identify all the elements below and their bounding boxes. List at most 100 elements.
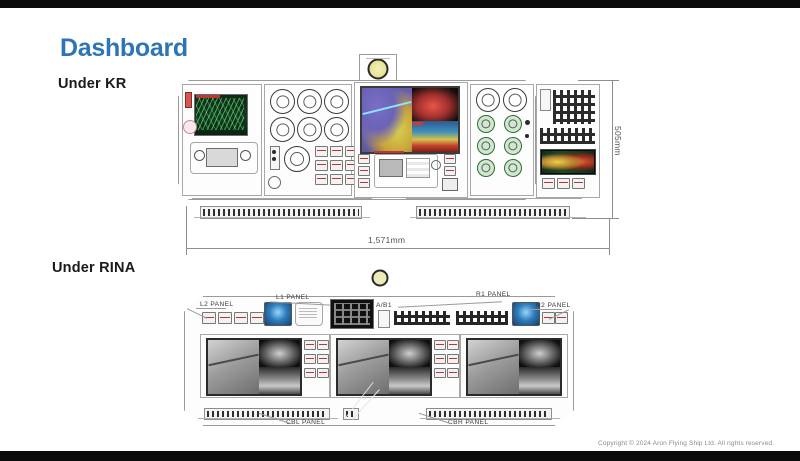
kr-radio-screen <box>206 148 238 167</box>
indicator-3 <box>477 137 495 155</box>
rina-center-btn-5[interactable] <box>434 368 446 378</box>
kr-rail-edge-right <box>405 198 583 199</box>
kr-led-array-top <box>553 90 595 124</box>
kr-btn-5[interactable] <box>330 160 343 171</box>
kr-right-led-1 <box>525 120 530 125</box>
section-label-kr: Under KR <box>58 76 127 92</box>
kr-center-btn-5[interactable] <box>444 166 456 176</box>
kr-center-module[interactable] <box>442 178 458 191</box>
kr-nav-display-left-content <box>196 98 244 130</box>
kr-center-btn-3[interactable] <box>358 178 370 188</box>
kr-keypad[interactable] <box>406 158 430 178</box>
radar-dome-icon <box>359 54 397 84</box>
rina-cbl-btn-6[interactable] <box>317 368 329 378</box>
panel-tag-cbl: CBL PANEL <box>286 419 326 426</box>
rina-radar-dome-icon <box>368 269 392 287</box>
rina-cbl-btn-4[interactable] <box>317 354 329 364</box>
gauge-5 <box>297 117 322 142</box>
rina-cbl-btn-3[interactable] <box>304 354 316 364</box>
kr-console-drawing <box>178 54 600 229</box>
kr-btn-1[interactable] <box>315 146 328 157</box>
rina-l2-btn-4[interactable] <box>250 312 264 324</box>
kr-mfd-display[interactable] <box>360 86 460 154</box>
dim-height-label: 505mm <box>613 126 623 156</box>
kr-thermal-display[interactable] <box>540 149 596 175</box>
panel-tag-r2: R2 PANEL <box>536 302 571 309</box>
rina-r2-btn-1[interactable] <box>542 312 555 324</box>
kr-led-a <box>272 150 276 154</box>
rina-breaker-strip-right <box>426 408 552 420</box>
rina-r2-globe-display[interactable] <box>512 302 540 326</box>
rina-center-btn-4[interactable] <box>447 354 459 364</box>
rina-led-array-right <box>456 311 508 325</box>
letterbox-top <box>0 0 800 8</box>
letterbox-bottom <box>0 451 800 461</box>
rina-cbl-btn-1[interactable] <box>304 340 316 350</box>
kr-btn-8[interactable] <box>330 174 343 185</box>
gauge-attitude <box>503 88 527 112</box>
rina-l2-btn-3[interactable] <box>234 312 248 324</box>
gauge-2 <box>297 89 322 114</box>
kr-center-btn-4[interactable] <box>444 154 456 164</box>
kr-led-btn-3[interactable] <box>572 178 585 189</box>
kr-alarm-strip <box>185 92 192 108</box>
kr-emergency-button[interactable] <box>183 120 197 134</box>
rina-cbl-btn-5[interactable] <box>304 368 316 378</box>
kr-radio-knob-left <box>194 150 205 161</box>
kr-rail-edge-left <box>191 198 373 199</box>
rina-display-right[interactable] <box>466 338 562 396</box>
kr-control-head-banner <box>374 151 404 153</box>
rina-display-center[interactable] <box>336 338 432 396</box>
kr-btn-7[interactable] <box>315 174 328 185</box>
kr-breaker-strip-right <box>416 206 570 219</box>
panel-tag-l1: L1 PANEL <box>276 294 310 301</box>
rina-center-switch[interactable] <box>378 310 390 328</box>
dim-width-ext-right <box>609 218 610 252</box>
rina-l1-display[interactable] <box>330 299 374 329</box>
kr-radio-knob-right <box>240 150 251 161</box>
indicator-1 <box>477 115 495 133</box>
kr-led-btn-1[interactable] <box>542 178 555 189</box>
rina-center-btn-2[interactable] <box>447 340 459 350</box>
gauge-clock <box>476 88 500 112</box>
rina-display-left[interactable] <box>206 338 302 396</box>
rina-l2-btn-2[interactable] <box>218 312 232 324</box>
panel-tag-l2: L2 PANEL <box>200 301 234 308</box>
kr-center-btn-1[interactable] <box>358 154 370 164</box>
rina-l2-globe-display[interactable] <box>264 302 292 326</box>
rina-cbl-btn-2[interactable] <box>317 340 329 350</box>
kr-rotary-knob[interactable] <box>268 176 281 189</box>
kr-led-b <box>272 157 276 161</box>
slide-canvas: Dashboard Under KR Under RINA <box>0 8 800 451</box>
kr-led-btn-2[interactable] <box>557 178 570 189</box>
gauge-1 <box>270 89 295 114</box>
dim-height-ext-bottom <box>572 218 618 219</box>
kr-breaker-strip-left <box>200 206 362 219</box>
kr-control-head-screen <box>379 159 403 177</box>
gauge-4 <box>270 117 295 142</box>
rina-center-btn-6[interactable] <box>447 368 459 378</box>
panel-tag-r1: R1 PANEL <box>476 291 511 298</box>
kr-btn-2[interactable] <box>330 146 343 157</box>
rina-center-btn-3[interactable] <box>434 354 446 364</box>
kr-right-led-2 <box>525 134 529 138</box>
dim-height-ext-top <box>578 80 618 81</box>
rina-console-drawing: A/B1 <box>178 266 598 436</box>
kr-btn-4[interactable] <box>315 160 328 171</box>
rina-l2-btn-1[interactable] <box>202 312 216 324</box>
kr-led-board-switch[interactable] <box>540 89 551 111</box>
page-title: Dashboard <box>60 34 188 62</box>
leader-l2 <box>196 308 226 309</box>
rina-center-btn-1[interactable] <box>434 340 446 350</box>
indicator-4 <box>504 137 522 155</box>
kr-control-knob[interactable] <box>431 160 441 170</box>
copyright-notice: Copyright © 2024 Aron Flying Ship Ltd. A… <box>598 440 775 447</box>
dim-width-label: 1,571mm <box>368 235 406 245</box>
dim-width-line <box>186 248 610 249</box>
rina-l2-placard-text <box>299 308 317 318</box>
indicator-5 <box>477 159 495 177</box>
kr-center-btn-2[interactable] <box>358 166 370 176</box>
indicator-2 <box>504 115 522 133</box>
kr-led-array-bottom <box>540 128 595 144</box>
kr-rail-base-left <box>194 217 370 218</box>
